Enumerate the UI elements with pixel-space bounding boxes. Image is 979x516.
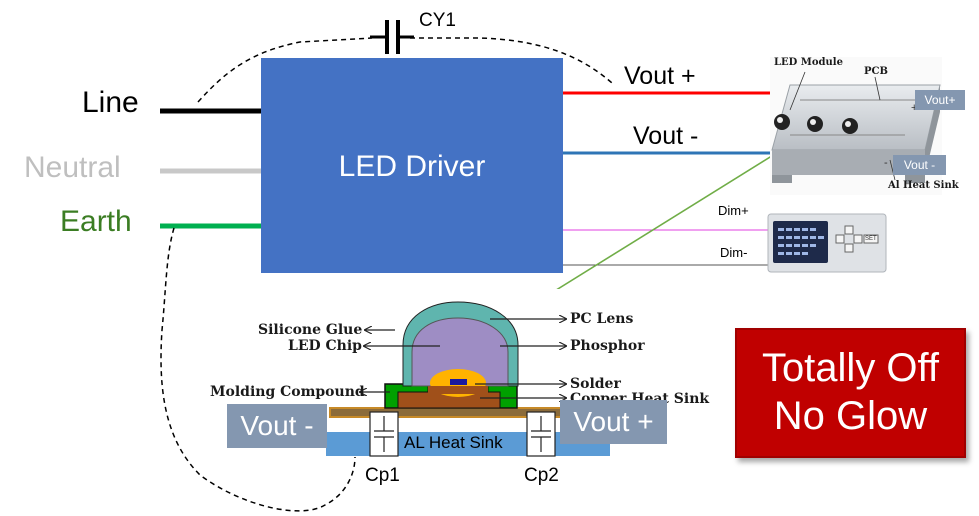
pc-lens-label: PC Lens (570, 311, 634, 327)
cp2-label: Cp2 (524, 465, 559, 486)
vout-minus-label: Vout - (633, 122, 699, 150)
plus-mark: + (911, 103, 917, 114)
dim-minus-label: Dim- (720, 245, 748, 260)
cp1-label: Cp1 (365, 465, 400, 486)
silicone-glue-label: Silicone Glue (258, 322, 363, 338)
pcb-photo-label: PCB (864, 66, 888, 77)
dim-plus-label: Dim+ (718, 203, 749, 218)
phosphor-dome (411, 317, 509, 387)
solder-label: Solder (570, 376, 621, 392)
vout-plus-badge: Vout+ (915, 90, 965, 110)
phosphor-label: Phosphor (570, 338, 645, 354)
status-line-1: Totally Off (761, 346, 940, 390)
cp2-capacitor (526, 411, 556, 457)
molding-compound-label: Molding Compound (210, 384, 365, 400)
dimmer-controller-photo (767, 213, 887, 273)
led-driver-label: LED Driver (338, 150, 486, 183)
vout-plus-label: Vout + (624, 62, 696, 90)
led-module-photo-label: LED Module (774, 57, 843, 68)
dimmer-key-label: SET (865, 236, 877, 242)
line-label: Line (82, 86, 139, 119)
status-callout: Totally Off No Glow (735, 328, 966, 458)
earth-label: Earth (60, 205, 132, 238)
minus-mark: - (884, 157, 888, 169)
cy1-label: CY1 (419, 10, 456, 31)
vout-plus-box: Vout + (560, 400, 667, 444)
dimmer-lcd-screen (773, 221, 828, 263)
neutral-label: Neutral (24, 151, 121, 184)
status-line-2: No Glow (773, 394, 928, 438)
cp1-capacitor (369, 411, 399, 457)
led-chip-label: LED Chip (288, 338, 362, 354)
vout-minus-badge: Vout - (893, 155, 946, 175)
al-heat-sink-label: AL Heat Sink (404, 433, 503, 452)
al-heat-sink-photo-label: Al Heat Sink (888, 180, 959, 191)
led-module-photo (770, 57, 942, 195)
earth-dashed-wire (160, 227, 356, 512)
led-driver-box: LED Driver (261, 58, 563, 273)
vout-minus-box: Vout - (227, 404, 327, 448)
green-pointer-arrow (514, 130, 813, 317)
